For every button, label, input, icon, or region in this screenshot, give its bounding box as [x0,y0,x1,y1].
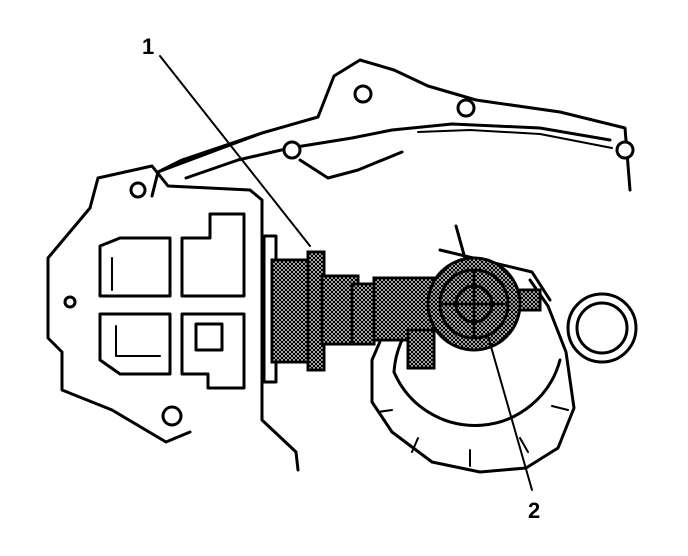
pin [454,224,468,264]
housing-flange [129,58,635,199]
tool-assembly [262,234,542,384]
callout-1: 1 [142,34,155,59]
bolt-hole [63,295,77,309]
round-housing [370,248,576,474]
ring [566,292,638,364]
bolt-hole [353,84,373,104]
bolt-hole [129,181,147,199]
bolt-hole [161,405,183,427]
leader-lines [159,55,533,491]
leader-line-1 [159,55,311,247]
leader-line-2 [487,335,533,491]
bolt-hole [282,140,302,160]
bolt-hole [456,98,476,118]
cover-plate [46,164,300,472]
bolt-hole [615,140,635,160]
callout-2: 2 [528,498,541,523]
